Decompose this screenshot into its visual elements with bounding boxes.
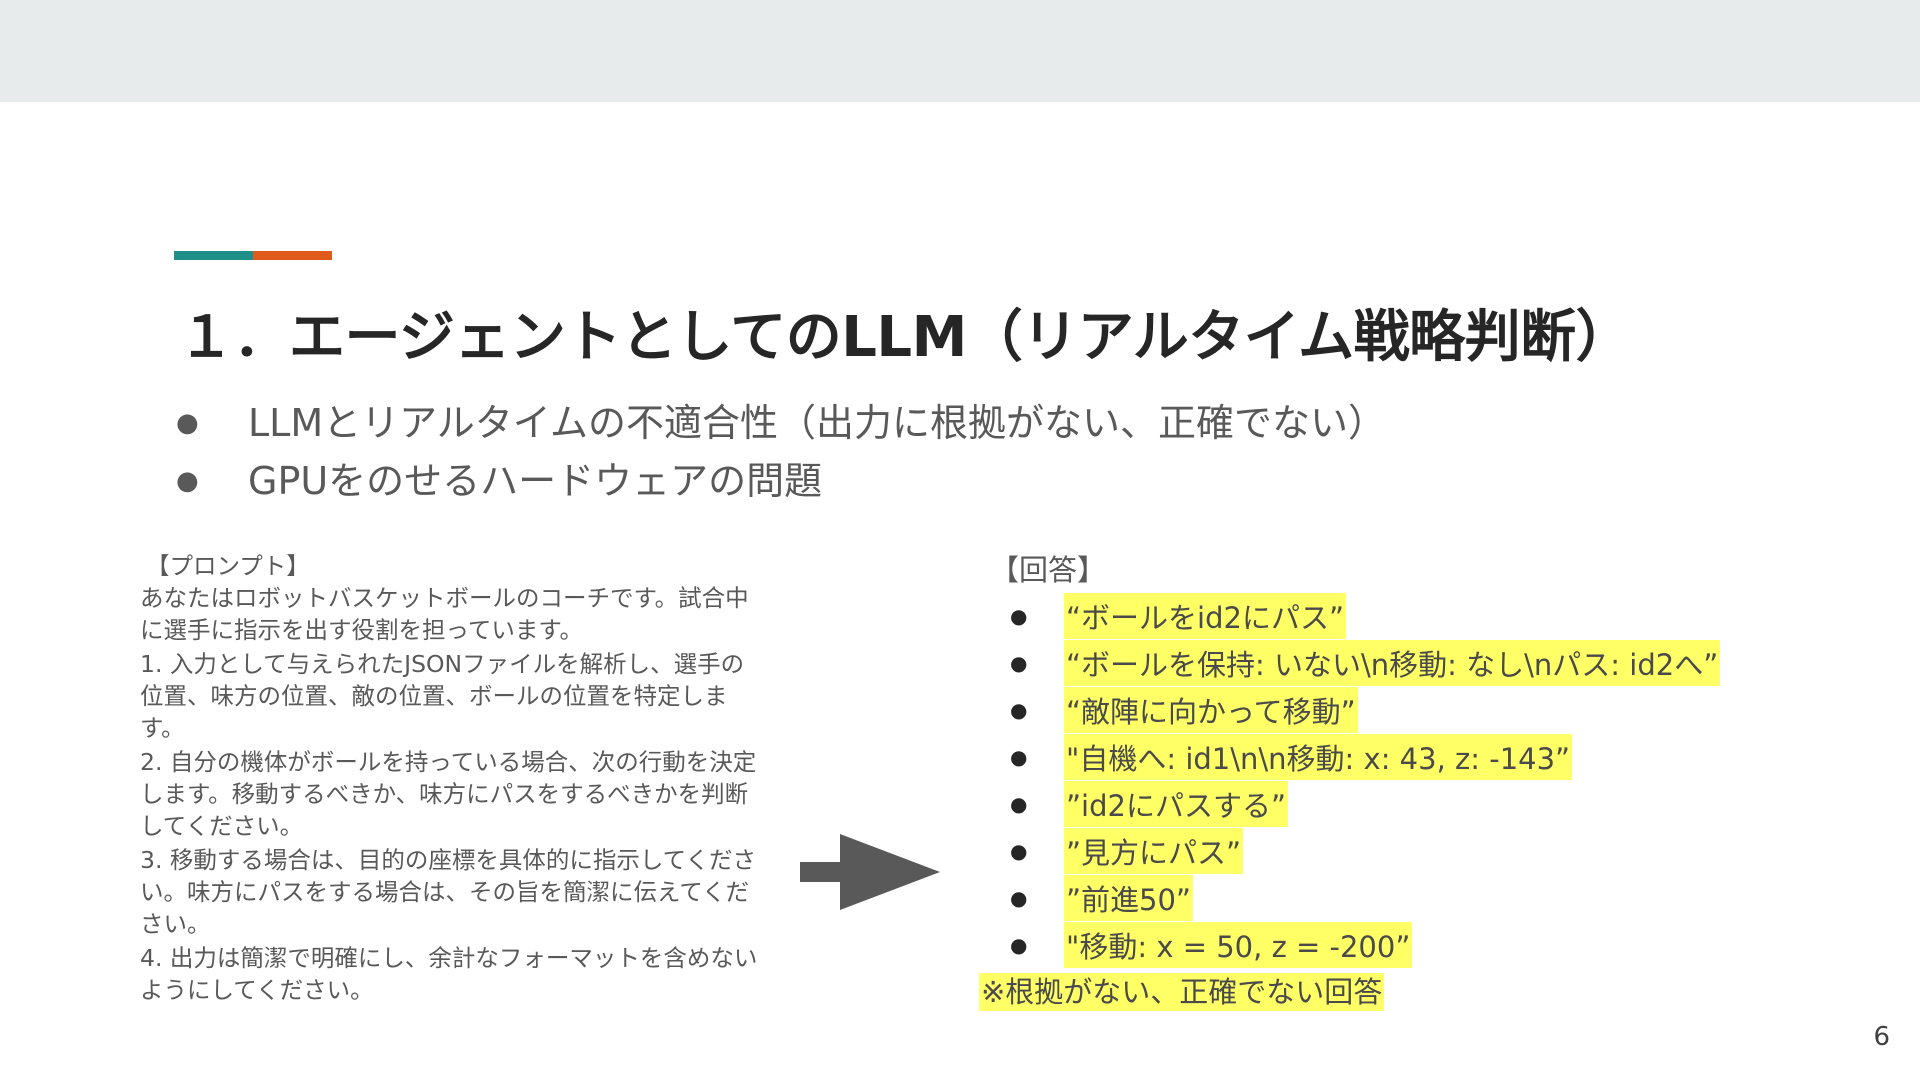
bullet-dot-icon: ● <box>1010 932 1028 957</box>
bullet-text: LLMとリアルタイムの不適合性（出力に根拠がない、正確でない） <box>248 401 1386 445</box>
bullet-dot-icon: ● <box>1010 744 1028 769</box>
answer-item: ● “ボールをid2にパス” <box>990 592 1720 639</box>
answer-text: "自機へ: id1\n\n移動: x: 43, z: -143” <box>1064 733 1573 780</box>
answer-text: “ボールを保持: いない\n移動: なし\nパス: id2へ” <box>1064 639 1721 686</box>
bullet-text: GPUをのせるハードウェアの問題 <box>248 459 823 503</box>
bullet-dot-icon: ● <box>1010 838 1028 863</box>
answer-text: ”見方にパス” <box>1064 827 1244 874</box>
prompt-paragraph: 1. 入力として与えられたJSONファイルを解析し、選手の位置、味方の位置、敵の… <box>140 650 745 742</box>
answer-text: ”id2にパスする” <box>1064 780 1288 827</box>
bullet-dot-icon: ● <box>1010 650 1028 675</box>
answer-text: “敵陣に向かって移動” <box>1064 686 1358 733</box>
answer-list: ● “ボールをid2にパス” ● “ボールを保持: いない\n移動: なし\nパス:… <box>990 592 1721 968</box>
answer-heading: 【回答】 <box>990 553 1107 587</box>
accent-teal-segment <box>174 251 253 260</box>
answer-item: ● ”見方にパス” <box>990 827 1720 874</box>
answer-note: ※根拠がない、正確でない回答 <box>979 973 1385 1011</box>
answer-item: ● “ボールを保持: いない\n移動: なし\nパス: id2へ” <box>990 639 1721 686</box>
bullet-dot-icon: ● <box>176 466 199 496</box>
prompt-paragraph: 2. 自分の機体がボールを持っている場合、次の行動を決定します。移動するべきか、… <box>140 748 757 840</box>
top-bar <box>0 0 1920 102</box>
right-arrow-icon <box>800 834 940 910</box>
page-number: 6 <box>1873 1022 1890 1052</box>
answer-item: ● "移動: x = 50, z = -200” <box>990 921 1720 968</box>
answer-item: ● “敵陣に向かって移動” <box>990 686 1720 733</box>
slide: １．エージェントとしてのLLM（リアルタイム戦略判断） ● LLMとリアルタイム… <box>0 102 1920 1080</box>
bullet-dot-icon: ● <box>1010 791 1028 816</box>
bullet-dot-icon: ● <box>1010 697 1028 722</box>
answer-block: 【回答】 ● “ボールをid2にパス” ● “ボールを保持: いない\n移動: なし… <box>979 548 1721 1014</box>
answer-item: ● ”前進50” <box>990 874 1720 921</box>
bullet-dot-icon: ● <box>1010 885 1028 910</box>
bullet-item: ● GPUをのせるハードウェアの問題 <box>176 452 1386 510</box>
prompt-paragraph: 3. 移動する場合は、目的の座標を具体的に指示してください。味方にパスをする場合… <box>140 846 756 938</box>
prompt-paragraph: あなたはロボットバスケットボールのコーチです。試合中に選手に指示を出す役割を担っ… <box>140 584 749 644</box>
main-bullets: ● LLMとリアルタイムの不適合性（出力に根拠がない、正確でない） ● GPUを… <box>176 394 1386 510</box>
answer-text: "移動: x = 50, z = -200” <box>1064 921 1413 968</box>
bullet-dot-icon: ● <box>176 408 199 438</box>
bullet-dot-icon: ● <box>1010 603 1028 628</box>
prompt-heading: 【プロンプト】 <box>146 552 310 580</box>
accent-orange-segment <box>253 251 332 260</box>
prompt-block: 【プロンプト】 あなたはロボットバスケットボールのコーチです。試合中に選手に指示… <box>140 550 760 1008</box>
slide-title: １．エージェントとしてのLLM（リアルタイム戦略判断） <box>178 305 1632 370</box>
title-accent-bar <box>174 251 332 260</box>
answer-text: ”前進50” <box>1064 874 1193 921</box>
answer-item: ● ”id2にパスする” <box>990 780 1720 827</box>
bullet-item: ● LLMとリアルタイムの不適合性（出力に根拠がない、正確でない） <box>176 394 1386 452</box>
prompt-paragraph: 4. 出力は簡潔で明確にし、余計なフォーマットを含めないようにしてください。 <box>140 944 758 1004</box>
answer-text: “ボールをid2にパス” <box>1064 592 1346 639</box>
answer-item: ● "自機へ: id1\n\n移動: x: 43, z: -143” <box>990 733 1720 780</box>
